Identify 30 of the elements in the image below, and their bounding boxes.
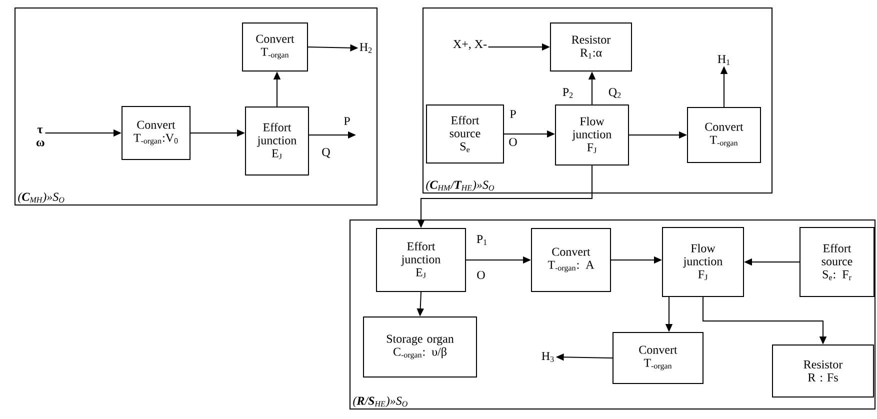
edge-label: P$_{2}$ [561, 87, 575, 99]
process-box: Effort source S$_{e}$ [426, 104, 504, 164]
process-box: Storage organ C$_{-organ}$: υ/β [363, 316, 477, 378]
process-box: Resistor R$_{1}$:α [550, 22, 632, 72]
signal-label: X+, X- [453, 40, 487, 50]
process-box: Convert T$_{-organ}$ [242, 22, 308, 72]
process-box: Flow junction F$_{J}$ [662, 227, 744, 297]
process-box: Effort junction E$_{J}$ [245, 106, 309, 176]
port-label: O [476, 270, 486, 280]
process-box: Convert T$_{-organ}$ [612, 332, 704, 384]
port-label: Q [320, 147, 332, 159]
process-box: Convert T$_{-organ}$ [687, 107, 761, 163]
process-box: Convert T$_{-organ}$: A [531, 228, 611, 292]
edge-label: P$_{1}$ [475, 234, 489, 246]
panel-label: (C$_{HM}$/T$_{HE}$)»S$_{O}$ [424, 179, 496, 192]
process-box: Effort source S$_{e}$: F$_{r}$ [800, 227, 874, 297]
panel-label: (R/S$_{HE}$)»S$_{O}$ [352, 395, 410, 408]
process-box: Convert T$_{-organ}$:V$_{0}$ [122, 106, 190, 160]
signal-label: H$_{3}$ [542, 352, 554, 362]
signal-label: H$_{2}$ [360, 43, 372, 53]
process-box: Flow junction F$_{J}$ [555, 104, 629, 166]
port-label: Q$_{2}$ [607, 87, 623, 99]
process-box: Resistor R : Fs [772, 344, 874, 398]
signal-label: H$_{1}$ [718, 55, 730, 65]
panel-label: (C$_{MH}$)»S$_{O}$ [16, 191, 66, 204]
process-box: Effort junction E$_{J}$ [376, 228, 466, 292]
edge-label: P [508, 109, 518, 119]
signal-label: τ ω [36, 128, 44, 146]
edge-label: P [342, 116, 352, 126]
port-label: O [508, 136, 518, 148]
